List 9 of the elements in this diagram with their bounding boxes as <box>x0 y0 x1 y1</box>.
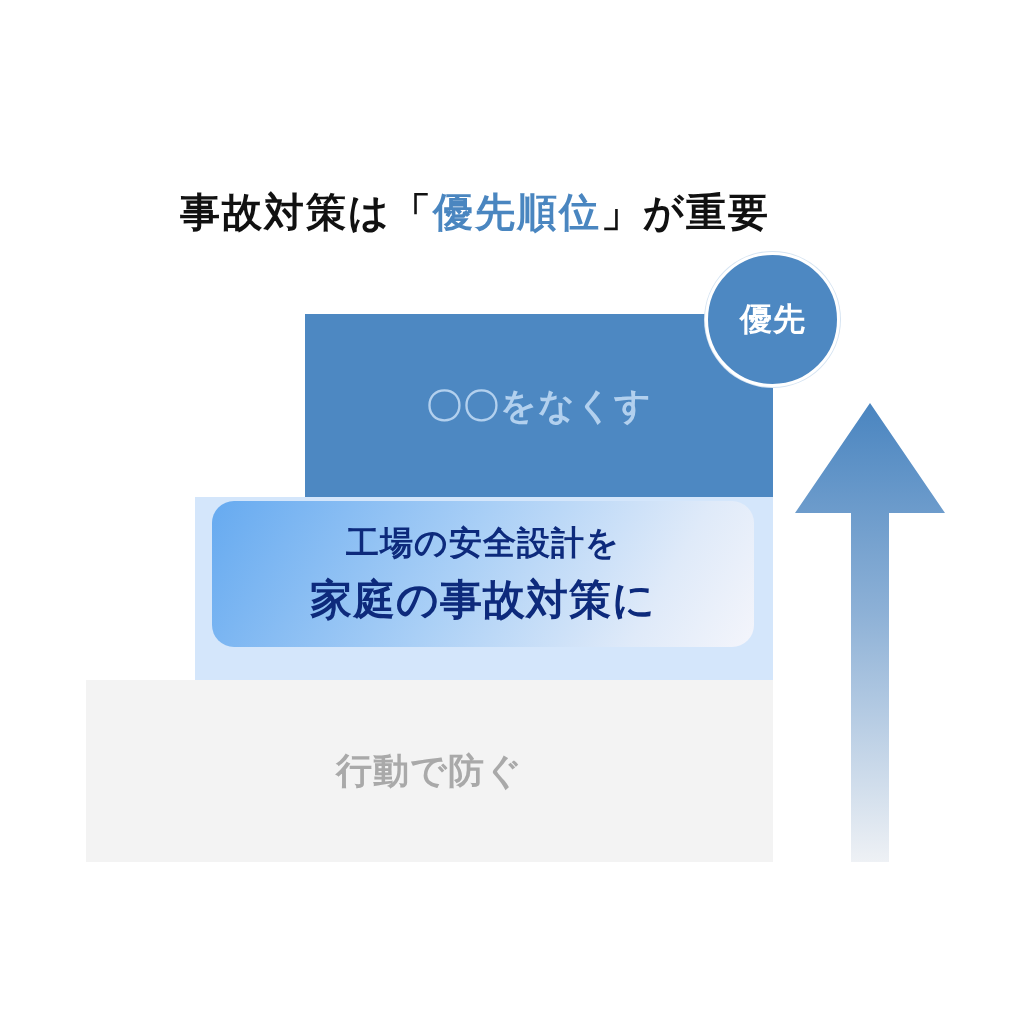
card-title: 家庭の事故対策に <box>310 574 656 625</box>
text-card <box>212 501 754 647</box>
tier-label: 〇〇をなくす <box>426 383 652 428</box>
tier-label: 行動で防ぐ <box>336 749 523 793</box>
card-subtitle: 工場の安全設計を <box>346 523 620 563</box>
tier-band <box>195 497 773 680</box>
title: 事故対策は「優先順位」が重要 <box>179 188 771 237</box>
tier-box <box>86 680 773 862</box>
badge-label: 優先 <box>739 300 806 339</box>
